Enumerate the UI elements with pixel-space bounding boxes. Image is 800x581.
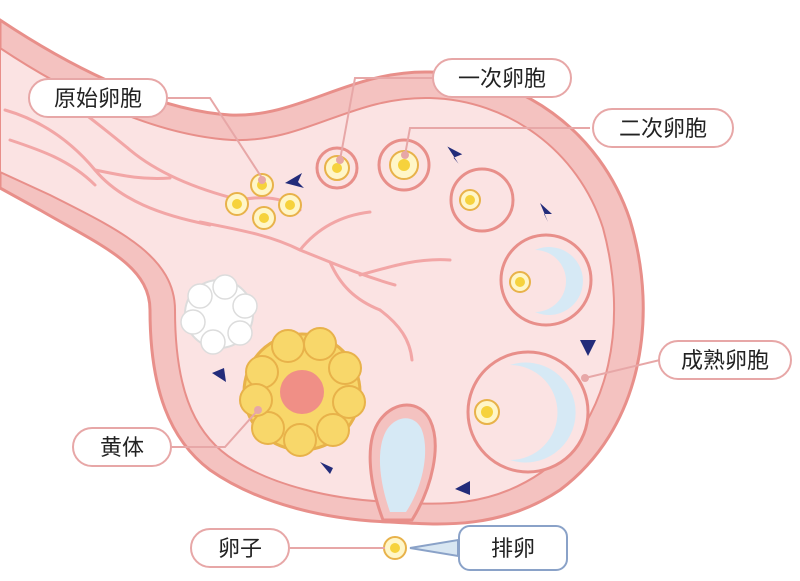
arrow-icon bbox=[285, 173, 304, 188]
arrow-icon bbox=[212, 368, 226, 382]
corpus-luteum bbox=[239, 327, 366, 457]
mature-follicle bbox=[466, 350, 590, 474]
corpus-albicans bbox=[180, 274, 258, 355]
arrow-icon bbox=[447, 146, 463, 164]
label-egg: 卵子 bbox=[190, 528, 290, 568]
primary-follicle bbox=[315, 146, 359, 190]
label-corpus-luteum: 黄体 bbox=[72, 427, 172, 467]
label-ovulation: 排卵 bbox=[458, 525, 568, 571]
ruptured-follicle bbox=[368, 403, 437, 522]
label-secondary-follicle: 二次卵胞 bbox=[592, 108, 734, 148]
label-mature-follicle: 成熟卵胞 bbox=[658, 340, 792, 380]
leader-lines bbox=[168, 77, 661, 558]
secondary-follicle bbox=[377, 138, 431, 192]
growing-follicle-large bbox=[499, 233, 593, 327]
arrow-icon bbox=[540, 203, 552, 222]
released-egg bbox=[383, 536, 407, 560]
progression-arrows bbox=[212, 146, 596, 495]
primordial-follicles bbox=[225, 173, 302, 230]
growing-follicle-small bbox=[449, 167, 515, 233]
arrow-icon bbox=[455, 481, 470, 495]
label-primordial-follicle: 原始卵胞 bbox=[28, 78, 168, 118]
label-primary-follicle: 一次卵胞 bbox=[432, 58, 572, 98]
arrow-icon bbox=[580, 340, 596, 356]
arrow-icon bbox=[320, 462, 333, 474]
